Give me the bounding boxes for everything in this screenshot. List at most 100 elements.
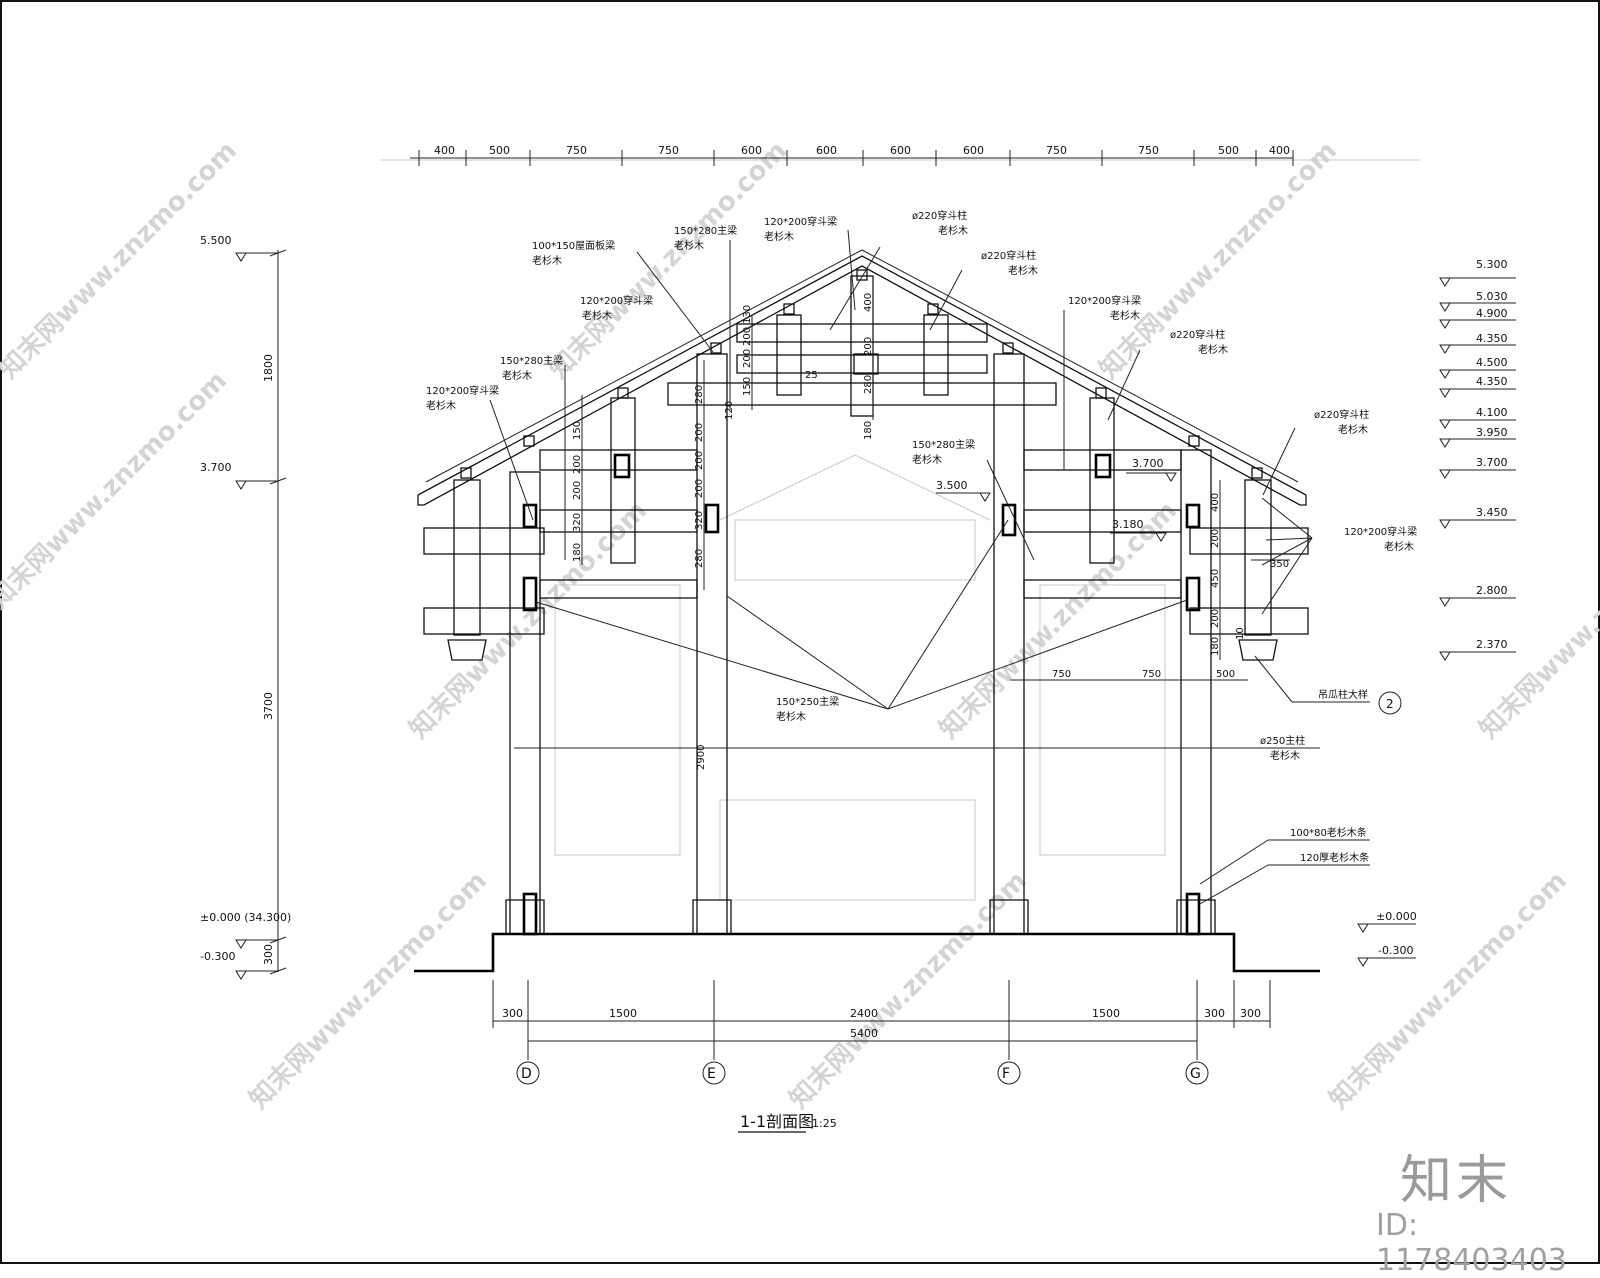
inner-dim: 200 [694,479,705,498]
left-dimension-chain [235,249,287,980]
inner-dim: 180 [863,421,874,440]
annotation: 120*200穿斗梁 [580,294,653,307]
annotation: 100*150屋面板梁 [532,239,615,252]
inner-dim: 750 [1052,669,1071,680]
annotation: 120厚老杉木条 [1300,851,1369,864]
inner-dim: 200 [1210,609,1221,628]
drawing-scale: 1:25 [812,1117,837,1130]
bottom-dim: 1500 [609,1007,637,1020]
level-mid: 3.700 [200,461,232,474]
annotation-sub: 老杉木 [1198,343,1228,356]
inner-dim: 200 [694,423,705,442]
level-right: 4.900 [1476,307,1508,320]
annotation-sub: 老杉木 [912,453,942,466]
image-id: ID: 1178403403 [1376,1208,1567,1278]
top-dim: 500 [1218,144,1239,157]
annotation: 150*250主梁 [776,695,839,708]
annotation-sub: 老杉木 [502,369,532,382]
axis-label: D [521,1066,532,1082]
top-dim: 750 [658,144,679,157]
leader-lines [489,229,1370,905]
annotation: 120*200穿斗梁 [426,384,499,397]
annotation: 120*200穿斗梁 [764,215,837,228]
right-level-markers [936,277,1516,967]
left-dim: 3700 [262,692,275,720]
annotation-sub: 老杉木 [1110,309,1140,322]
annotation: 120*200穿斗梁 [1068,294,1141,307]
level-inner: 3.180 [1112,518,1144,531]
left-dim: 1800 [262,354,275,382]
watermark: 知末网www.znzmo.com [404,496,653,745]
level-right: 2.370 [1476,638,1508,651]
level-inner: 3.500 [936,479,968,492]
top-dim: 600 [741,144,762,157]
inner-dim: 200 [863,337,874,356]
watermark: 知末网www.znzmo.com [0,366,233,615]
level-right: -0.300 [1378,944,1413,957]
top-dim: 750 [1138,144,1159,157]
inner-dim: 180 [1210,637,1221,656]
inner-dim: 750 [1142,669,1161,680]
top-dimension-chain [410,150,1294,166]
annotation-sub: 老杉木 [938,224,968,237]
brand-logo: 知末 [1400,1151,1513,1211]
annotation-sub: 老杉木 [776,710,806,723]
inner-dim: 320 [694,511,705,530]
annotation: 150*280主梁 [674,224,737,237]
level-base: -0.300 [200,950,235,963]
axis-label: G [1190,1066,1201,1082]
annotation-sub: 老杉木 [674,239,704,252]
level-right: 3.450 [1476,506,1508,519]
watermark: 知末网www.znzmo.com [1474,496,1600,745]
inner-dim: 180 [572,543,583,562]
level-right: 4.350 [1476,375,1508,388]
level-ground: ±0.000 (34.300) [200,911,291,924]
ground-plinth [414,932,1320,973]
annotation-sub: 老杉木 [582,309,612,322]
level-right: 5.030 [1476,290,1508,303]
annotation: 120*200穿斗梁 [1344,525,1417,538]
level-right: 4.100 [1476,406,1508,419]
level-inner: 3.700 [1132,457,1164,470]
inner-dim: 280 [694,385,705,404]
roof [417,249,1307,506]
watermark: 知末网www.znzmo.com [544,136,793,385]
inner-dim: 150 [742,377,753,396]
annotation-sub: 老杉木 [426,399,456,412]
inner-dim: 2900 [696,745,707,770]
axis-label: F [1002,1066,1010,1082]
level-right: 4.500 [1476,356,1508,369]
inner-dim: 200 [742,349,753,368]
top-dim: 750 [1046,144,1067,157]
inner-dim: 320 [572,513,583,532]
watermark: 知末网www.znzmo.com [784,866,1033,1115]
watermark: 知末网www.znzmo.com [0,136,243,385]
annotation: ø220穿斗柱 [981,249,1036,262]
bottom-dim: 300 [1204,1007,1225,1020]
watermark: 知末网www.znzmo.com [244,866,493,1115]
inner-dim: 25 [805,370,818,381]
annotation: 150*280主梁 [500,354,563,367]
bottom-dim: 300 [502,1007,523,1020]
inner-dim: 200 [572,481,583,500]
bottom-dim: 1500 [1092,1007,1120,1020]
inner-dim: 450 [1210,569,1221,588]
bottom-total: 5400 [850,1027,878,1040]
top-dim: 400 [434,144,455,157]
top-dim: 750 [566,144,587,157]
top-dim: 600 [890,144,911,157]
inner-dim: 350 [1270,559,1289,570]
inner-dimension-lines [581,278,1290,681]
inner-dim: 500 [1216,669,1235,680]
annotation: 100*80老杉木条 [1290,826,1367,839]
top-dim: 400 [1269,144,1290,157]
bottom-dimension-chains [492,691,1402,1133]
inner-dim: 400 [1210,493,1221,512]
watermark: 知末网www.znzmo.com [1324,866,1573,1115]
inner-dim: 400 [863,293,874,312]
inner-dim: 200 [1210,529,1221,548]
level-top: 5.500 [200,234,232,247]
level-right: 3.700 [1476,456,1508,469]
